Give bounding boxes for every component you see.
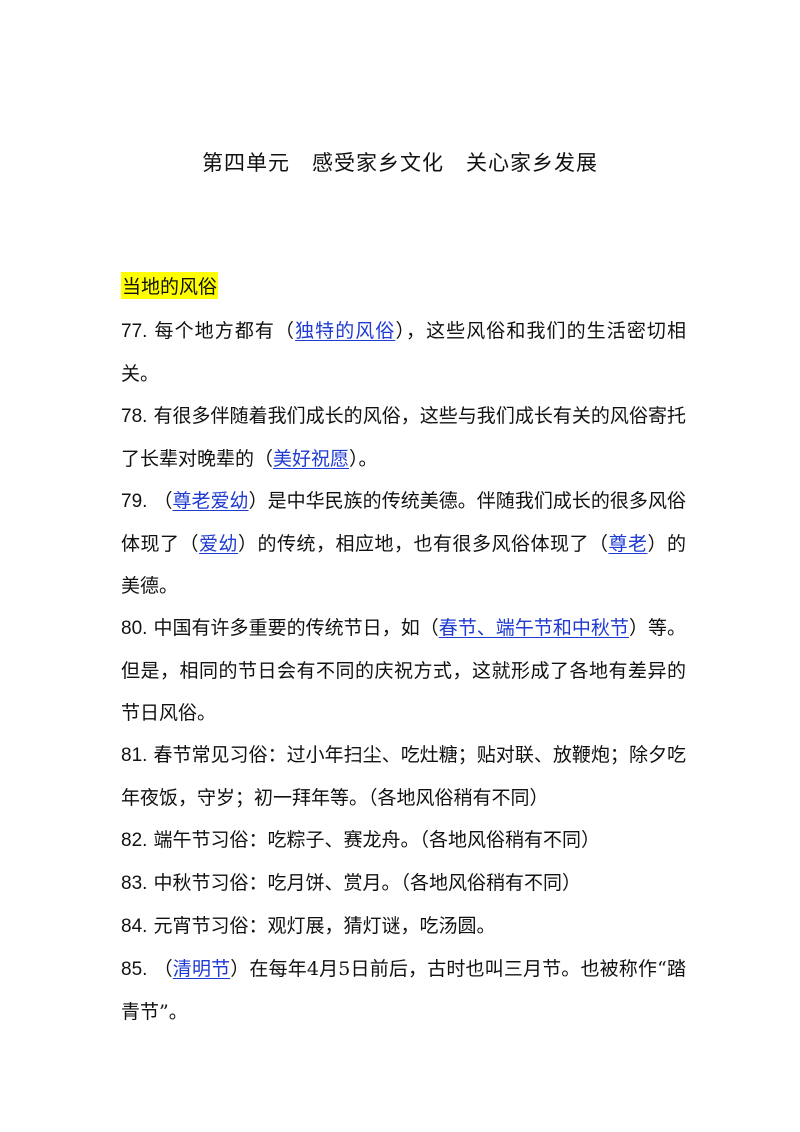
- answer-text: 尊老: [608, 533, 648, 555]
- item-number: 80.: [121, 618, 148, 639]
- answer-text: 美好祝愿: [273, 448, 350, 470]
- item-text: 中国有许多重要的传统节日，如（: [147, 617, 439, 639]
- item-text: 有很多伴随着我们成长的风俗，这些与我们成长有关的风俗寄托了长辈对晚辈的（: [121, 405, 686, 470]
- item-text: ）在每年4月5日前后，古时也叫三月节。也被称作“踏青节”。: [121, 958, 686, 1023]
- item-text: ）等。但是，相同的节日会有不同的庆祝方式，这就形成了各地有差异的节日风俗。: [121, 617, 686, 724]
- item-number: 77.: [121, 321, 148, 342]
- list-item: 82. 端午节习俗：吃粽子、赛龙舟。（各地风俗稍有不同）: [121, 819, 686, 862]
- item-number: 83.: [121, 873, 148, 894]
- item-number: 78.: [121, 406, 148, 427]
- list-item: 78. 有很多伴随着我们成长的风俗，这些与我们成长有关的风俗寄托了长辈对晚辈的（…: [121, 395, 686, 480]
- item-number: 79.: [121, 491, 148, 512]
- item-text: 中秋节习俗：吃月饼、赏月。（各地风俗稍有不同）: [147, 872, 581, 894]
- item-number: 81.: [121, 745, 148, 766]
- list-item: 77. 每个地方都有（独特的风俗），这些风俗和我们的生活密切相关。: [121, 310, 686, 395]
- list-item: 80. 中国有许多重要的传统节日，如（春节、端午节和中秋节）等。但是，相同的节日…: [121, 607, 686, 734]
- answer-text: 春节、端午节和中秋节: [438, 617, 629, 639]
- list-item: 85. （清明节）在每年4月5日前后，古时也叫三月节。也被称作“踏青节”。: [121, 948, 686, 1033]
- list-item: 84. 元宵节习俗：观灯展，猜灯谜，吃汤圆。: [121, 905, 686, 948]
- item-number: 85.: [121, 959, 148, 980]
- list-item: 79. （尊老爱幼）是中华民族的传统美德。伴随我们成长的很多风俗体现了（爱幼）的…: [121, 480, 686, 607]
- answer-text: 尊老爱幼: [172, 490, 249, 512]
- item-text: ）的传统，相应地，也有很多风俗体现了（: [238, 533, 609, 555]
- item-text: ）。: [349, 448, 378, 470]
- page-title: 第四单元 感受家乡文化 关心家乡发展: [202, 151, 598, 175]
- answer-text: 独特的风俗: [295, 320, 396, 342]
- item-text: 元宵节习俗：观灯展，猜灯谜，吃汤圆。: [147, 915, 496, 937]
- list-item: 83. 中秋节习俗：吃月饼、赏月。（各地风俗稍有不同）: [121, 862, 686, 905]
- answer-text: 清明节: [172, 958, 231, 980]
- answer-text: 爱幼: [199, 533, 238, 555]
- item-text: ），这些风俗和我们的生活密切相关。: [121, 320, 686, 385]
- item-text: ）的美德。: [121, 533, 686, 597]
- item-text: ）是中华民族的传统美德。伴随我们成长的很多风俗体现了（: [121, 490, 686, 555]
- item-text: 春节常见习俗：过小年扫尘、吃灶糖；贴对联、放鞭炮；除夕吃年夜饭，守岁；初一拜年等…: [121, 744, 686, 809]
- item-number: 84.: [121, 916, 148, 937]
- item-number: 82.: [121, 830, 148, 851]
- item-text: 每个地方都有（: [147, 320, 296, 342]
- section-heading: 当地的风俗: [121, 272, 219, 299]
- item-text: 端午节习俗：吃粽子、赛龙舟。（各地风俗稍有不同）: [147, 829, 600, 851]
- item-text: （: [147, 490, 173, 512]
- item-text: （: [147, 958, 173, 980]
- item-list: 77. 每个地方都有（独特的风俗），这些风俗和我们的生活密切相关。78. 有很多…: [121, 310, 686, 1033]
- list-item: 81. 春节常见习俗：过小年扫尘、吃灶糖；贴对联、放鞭炮；除夕吃年夜饭，守岁；初…: [121, 734, 686, 819]
